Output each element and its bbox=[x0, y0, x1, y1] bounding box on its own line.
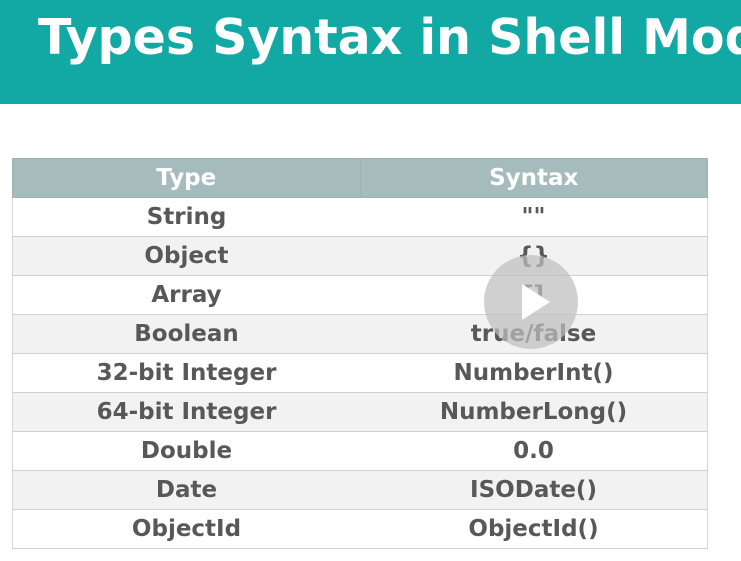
syntax-cell: ObjectId() bbox=[360, 509, 708, 549]
type-cell: Date bbox=[12, 470, 360, 510]
type-cell: Double bbox=[12, 431, 360, 471]
type-cell: Boolean bbox=[12, 314, 360, 354]
type-cell: ObjectId bbox=[12, 509, 360, 549]
table-row: String "" bbox=[12, 197, 708, 237]
syntax-cell: NumberLong() bbox=[360, 392, 708, 432]
types-table-container: Type Syntax String "" Object {} Array [] bbox=[12, 158, 708, 549]
type-cell: 32-bit Integer bbox=[12, 353, 360, 393]
type-cell: String bbox=[12, 197, 360, 237]
types-table: Type Syntax String "" Object {} Array [] bbox=[12, 158, 708, 549]
table-row: Date ISODate() bbox=[12, 470, 708, 510]
syntax-cell: 0.0 bbox=[360, 431, 708, 471]
table-row: Boolean true/false bbox=[12, 314, 708, 354]
table-header-row: Type Syntax bbox=[12, 158, 708, 198]
table-row: 64-bit Integer NumberLong() bbox=[12, 392, 708, 432]
syntax-cell: NumberInt() bbox=[360, 353, 708, 393]
type-cell: Object bbox=[12, 236, 360, 276]
table-row: ObjectId ObjectId() bbox=[12, 509, 708, 549]
syntax-cell: ISODate() bbox=[360, 470, 708, 510]
syntax-cell: "" bbox=[360, 197, 708, 237]
table-row: Object {} bbox=[12, 236, 708, 276]
play-icon bbox=[522, 284, 550, 320]
slide-title: Types Syntax in Shell Mod bbox=[38, 9, 741, 66]
table-row: Array [] bbox=[12, 275, 708, 315]
type-cell: 64-bit Integer bbox=[12, 392, 360, 432]
table-row: 32-bit Integer NumberInt() bbox=[12, 353, 708, 393]
play-button[interactable] bbox=[484, 255, 578, 349]
type-cell: Array bbox=[12, 275, 360, 315]
title-banner: Types Syntax in Shell Mod bbox=[0, 0, 741, 104]
table-row: Double 0.0 bbox=[12, 431, 708, 471]
column-header-type: Type bbox=[12, 158, 361, 198]
column-header-syntax: Syntax bbox=[359, 158, 708, 198]
